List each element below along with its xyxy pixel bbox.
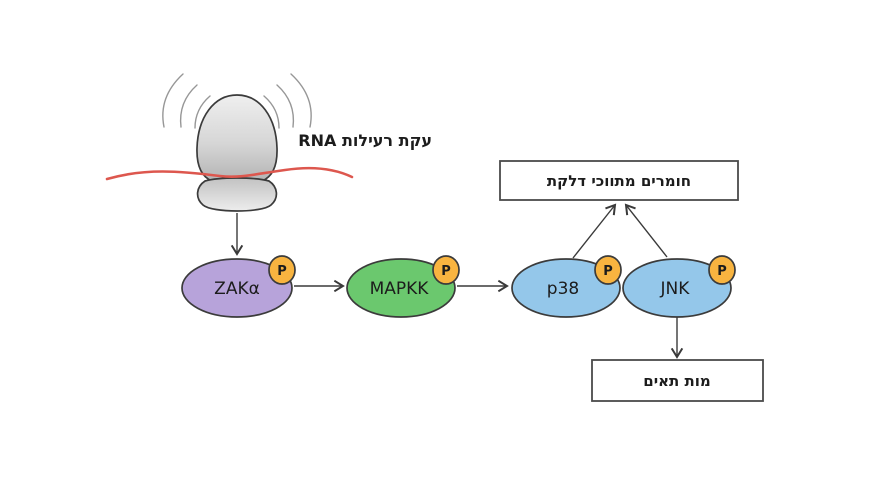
phospho-label: P	[277, 264, 287, 279]
node-zaka-label: ZAKα	[214, 279, 260, 299]
node-mapkk-label: MAPKK	[370, 279, 430, 299]
node-mapkk: MAPKK P	[346, 255, 460, 318]
mrna-line	[105, 166, 354, 181]
node-jnk-label: JNK	[660, 279, 691, 299]
vibration-arcs-right	[263, 73, 312, 129]
inflammation-box: חומרים מתווכי דלקת	[499, 160, 739, 201]
node-zaka: ZAKα P	[181, 255, 296, 318]
phospho-badge-zaka: P	[268, 255, 296, 285]
phospho-label: P	[603, 264, 613, 279]
stress-label: עקת רעילות RNA	[298, 131, 432, 150]
arrow-jnk-to-inflammation	[624, 203, 668, 258]
node-p38: p38 P	[511, 255, 622, 318]
ribosome-large-subunit	[196, 94, 278, 185]
arrow-p38-to-inflammation	[572, 203, 617, 259]
phospho-label: P	[441, 264, 451, 279]
ribosome	[196, 94, 278, 212]
phospho-badge-p38: P	[594, 255, 622, 285]
phospho-label: P	[717, 264, 727, 279]
node-p38-label: p38	[547, 279, 579, 299]
cell-death-box-label: מות תאים	[643, 372, 711, 390]
ribosome-small-subunit	[196, 177, 278, 212]
inflammation-box-label: חומרים מתווכי דלקת	[547, 172, 691, 190]
node-jnk: JNK P	[622, 255, 736, 318]
phospho-badge-mapkk: P	[432, 255, 460, 285]
vibration-arcs-left	[162, 73, 211, 129]
cell-death-box: מות תאים	[591, 359, 764, 402]
phospho-badge-jnk: P	[708, 255, 736, 285]
